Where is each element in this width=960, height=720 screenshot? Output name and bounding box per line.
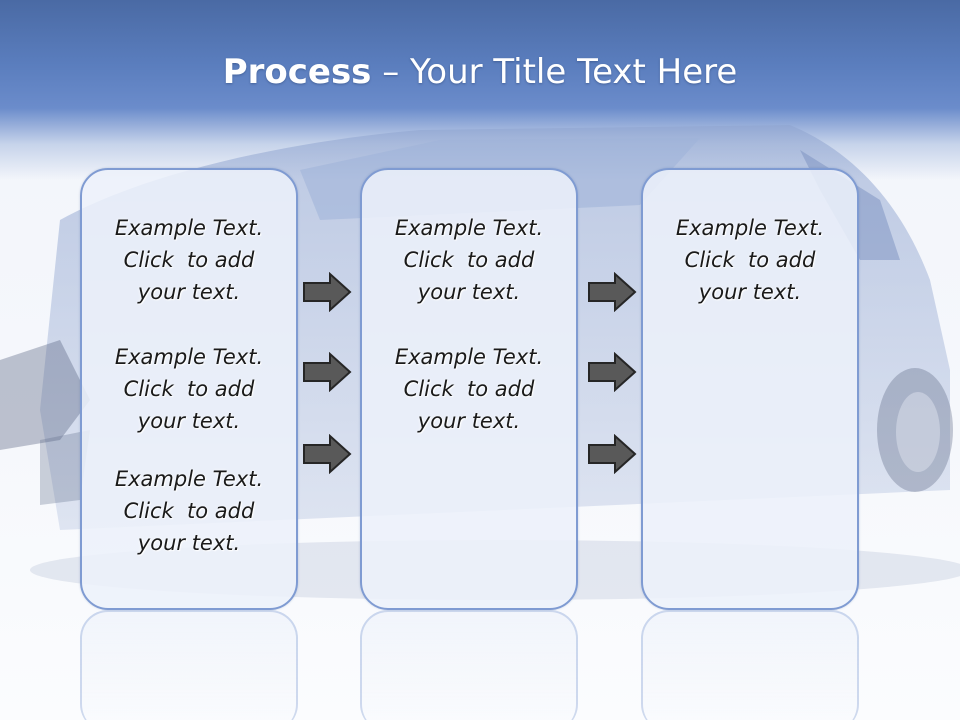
text-line: Click to add xyxy=(123,377,255,401)
text-line: Example Text. xyxy=(394,345,544,369)
text-block[interactable]: Example Text. Click to add your text. xyxy=(82,463,296,559)
title-text: – Your Title Text Here xyxy=(371,52,738,92)
text-line: Example Text. xyxy=(114,216,264,240)
text-block[interactable]: Example Text. Click to add your text. xyxy=(362,212,576,308)
text-line: your text. xyxy=(417,280,521,304)
text-line: Click to add xyxy=(123,248,255,272)
right-arrow-icon[interactable] xyxy=(587,352,637,392)
text-line: your text. xyxy=(417,409,521,433)
title-keyword: Process xyxy=(222,52,372,92)
slide-title[interactable]: Process – Your Title Text Here xyxy=(0,52,960,92)
text-line: Example Text. xyxy=(394,216,544,240)
right-arrow-icon[interactable] xyxy=(302,272,352,312)
text-line: Click to add xyxy=(684,248,816,272)
right-arrow-icon[interactable] xyxy=(302,352,352,392)
text-line: Example Text. xyxy=(114,345,264,369)
text-line: your text. xyxy=(137,280,241,304)
process-panel-2[interactable]: Example Text. Click to add your text. Ex… xyxy=(360,168,578,610)
text-line: Click to add xyxy=(403,377,535,401)
text-line: Example Text. xyxy=(675,216,825,240)
right-arrow-icon[interactable] xyxy=(587,434,637,474)
panel-reflection xyxy=(360,610,578,720)
text-line: Click to add xyxy=(123,499,255,523)
text-block[interactable]: Example Text. Click to add your text. xyxy=(362,341,576,437)
text-line: Click to add xyxy=(403,248,535,272)
panel-reflection xyxy=(80,610,298,720)
text-block[interactable]: Example Text. Click to add your text. xyxy=(643,212,857,308)
process-panel-3[interactable]: Example Text. Click to add your text. xyxy=(641,168,859,610)
text-line: your text. xyxy=(137,409,241,433)
process-panel-1[interactable]: Example Text. Click to add your text. Ex… xyxy=(80,168,298,610)
text-line: your text. xyxy=(698,280,802,304)
panel-reflection xyxy=(641,610,859,720)
text-block[interactable]: Example Text. Click to add your text. xyxy=(82,341,296,437)
text-block[interactable]: Example Text. Click to add your text. xyxy=(82,212,296,308)
right-arrow-icon[interactable] xyxy=(302,434,352,474)
text-line: Example Text. xyxy=(114,467,264,491)
right-arrow-icon[interactable] xyxy=(587,272,637,312)
text-line: your text. xyxy=(137,531,241,555)
